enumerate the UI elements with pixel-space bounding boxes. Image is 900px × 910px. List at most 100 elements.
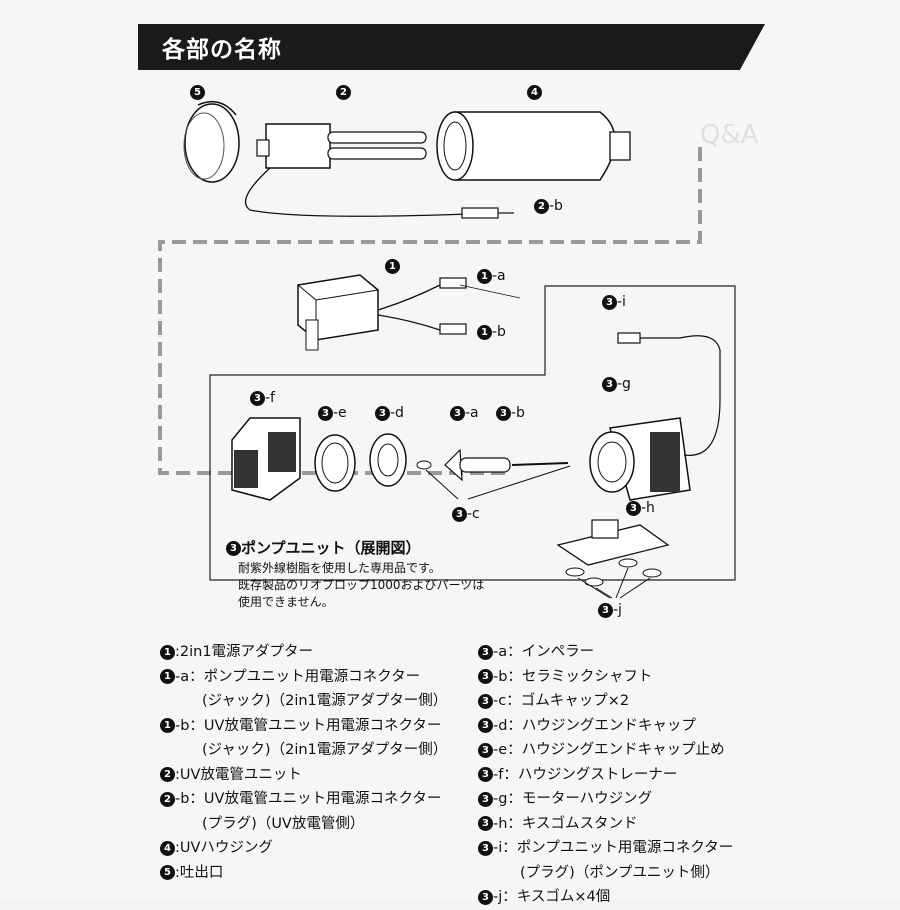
legend-entry: 3-d：ハウジングエンドキャップ [478, 714, 733, 739]
legend-text: -g：モーターハウジング [493, 791, 653, 807]
legend-number-badge: 3 [478, 816, 493, 831]
suction-cups-drawing [565, 558, 662, 599]
callout-3d: 3-d [375, 405, 404, 421]
legend-entry: 2-b：UV放電管ユニット用電源コネクター [160, 787, 447, 812]
legend-entry: (ジャック)（2in1電源アダプター側） [160, 738, 447, 763]
legend-entry: 1:2in1電源アダプター [160, 640, 447, 665]
legend-text: :吐出口 [175, 864, 224, 881]
legend-entry: 2:UV放電管ユニット [160, 763, 447, 788]
uv-housing-drawing [436, 111, 631, 181]
rubber-cap-drawing [416, 460, 432, 470]
callout-3h: 3-h [626, 500, 655, 516]
legend-entry: (ジャック)（2in1電源アダプター側） [160, 689, 447, 714]
legend-text: -h：キスゴムスタンド [493, 815, 638, 832]
power-adapter-drawing [297, 274, 467, 351]
impeller-drawing [444, 448, 511, 482]
dashed-boundary [158, 147, 702, 475]
legend-number-badge: 1 [160, 718, 175, 733]
end-cap-drawing [369, 433, 407, 487]
legend-number-badge: 3 [478, 840, 493, 856]
discharge-outlet-drawing [183, 100, 240, 183]
bleed-through-text: Q&A [700, 120, 759, 150]
legend-text: -f：ハウジングストレーナー [493, 766, 678, 783]
legend-entry: 3-f：ハウジングストレーナー [478, 763, 733, 788]
callout-3b: 3-b [496, 405, 525, 421]
legend-entry: (プラグ)（UV放電管側） [160, 812, 447, 837]
legend-text: -e：ハウジングエンドキャップ止め [493, 742, 725, 758]
callout-3f: 3-f [250, 390, 275, 406]
ceramic-shaft-drawing [511, 462, 569, 466]
note-line: 使用できません。 [238, 595, 334, 609]
callout-2b: 2-b [534, 198, 563, 214]
legend-number-badge: 5 [160, 865, 175, 880]
legend-entry: 3-h：キスゴムスタンド [478, 812, 733, 837]
legend-text: -d：ハウジングエンドキャップ [493, 717, 696, 734]
callout-5: 5 [190, 84, 205, 100]
housing-strainer-drawing [231, 417, 301, 501]
legend-text: :UV放電管ユニット [175, 766, 302, 783]
legend-text: (プラグ)（UV放電管側） [202, 815, 365, 832]
callout-3e: 3-e [318, 405, 347, 421]
callout-3c: 3-c [452, 506, 480, 522]
uv-lamp-unit-drawing [244, 123, 514, 219]
legend-number-badge: 1 [160, 644, 175, 660]
legend-entry: 3-g：モーターハウジング [478, 787, 733, 812]
legend-text: :2in1電源アダプター [175, 644, 314, 660]
legend-number-badge: 4 [160, 840, 175, 856]
legend-entry: 1-b：UV放電管ユニット用電源コネクター [160, 714, 447, 739]
legend-number-badge: 3 [478, 644, 493, 660]
end-cap-ring-drawing [314, 434, 356, 492]
callout-3a: 3-a [450, 405, 479, 421]
callout-3g: 3-g [602, 376, 631, 392]
legend-text: (ジャック)（2in1電源アダプター側） [202, 693, 448, 709]
legend-text: -i：ポンプユニット用電源コネクター [493, 840, 734, 856]
legend-text: -j：キスゴム×4個 [493, 889, 611, 905]
callout-2: 2 [336, 84, 351, 100]
title-bar [138, 24, 765, 70]
legend-text: -b：UV放電管ユニット用電源コネクター [175, 717, 442, 734]
callout-1b: 1-b [477, 324, 506, 340]
legend-number-badge: 3 [478, 718, 493, 733]
stand-drawing [556, 519, 670, 566]
legend-text: -b：セラミックシャフト [493, 668, 653, 685]
callout-1a: 1-a [477, 268, 506, 284]
callout-3i: 3-i [602, 294, 626, 310]
leader-3c-b [467, 465, 571, 500]
legend-entry: 3-j：キスゴム×4個 [478, 885, 733, 910]
legend-number-badge: 1 [160, 669, 175, 684]
legend-number-badge: 3 [478, 693, 493, 709]
note-line: 既存製品のリオプロップ1000およびパーツは [238, 578, 485, 592]
legend-entry: 3-e：ハウジングエンドキャップ止め [478, 738, 733, 763]
legend-number-badge: 3 [478, 767, 493, 782]
callout-4: 4 [527, 84, 542, 100]
legend-entry: 3-b：セラミックシャフト [478, 665, 733, 690]
legend-text: :UVハウジング [175, 840, 273, 856]
callout-3j: 3-j [598, 602, 622, 618]
legend-number-badge: 3 [478, 742, 493, 758]
motor-housing-drawing [589, 332, 721, 501]
legend-text: -c：ゴムキャップ×2 [493, 693, 630, 709]
note-heading: ポンプユニット（展開図） [241, 539, 421, 557]
callout-1: 1 [385, 258, 400, 274]
legend-number-badge: 3 [478, 669, 493, 684]
legend-entry: (プラグ)（ポンプユニット側） [478, 861, 733, 886]
legend-number-badge: 2 [160, 791, 175, 807]
legend-text: (プラグ)（ポンプユニット側） [520, 864, 720, 881]
legend-entry: 4:UVハウジング [160, 836, 447, 861]
legend-entry: 1-a：ポンプユニット用電源コネクター [160, 665, 447, 690]
legend-number-badge: 3 [478, 791, 493, 807]
legend-number-badge: 2 [160, 767, 175, 782]
legend-text: (ジャック)（2in1電源アダプター側） [202, 742, 448, 758]
legend-text: -a：インペラー [493, 644, 595, 660]
legend-entry: 5:吐出口 [160, 861, 447, 886]
note-line: 耐紫外線樹脂を使用した専用品です。 [238, 561, 441, 575]
legend-text: -a：ポンプユニット用電源コネクター [175, 668, 421, 685]
leader-3c-a [425, 469, 459, 500]
page-title: 各部の名称 [162, 37, 282, 63]
legend-entry: 3-i：ポンプユニット用電源コネクター [478, 836, 733, 861]
legend-entry: 3-a：インペラー [478, 640, 733, 665]
